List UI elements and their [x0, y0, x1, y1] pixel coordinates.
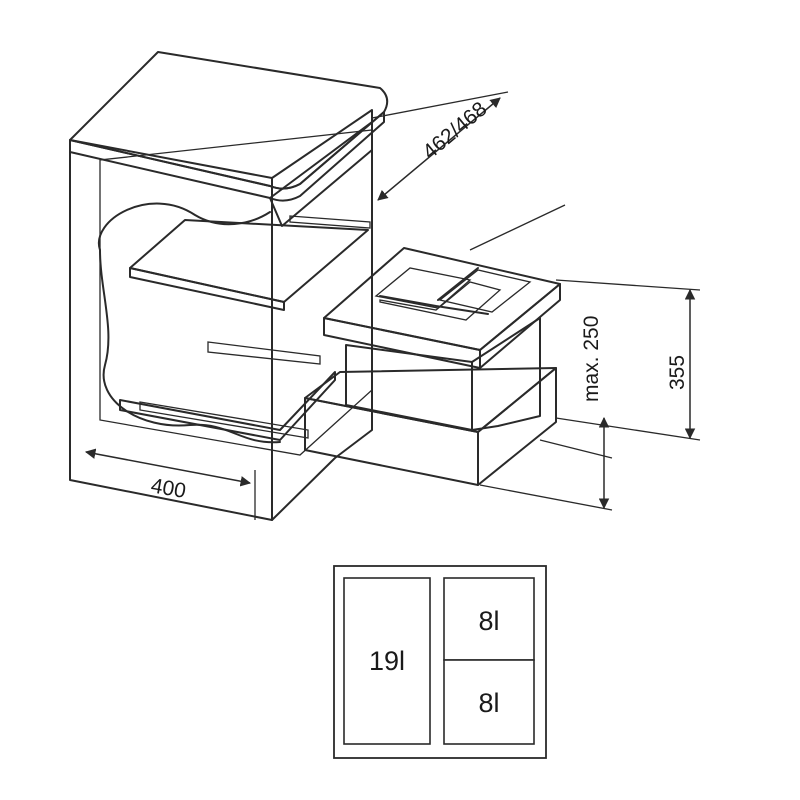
cabinet-right-panel: [271, 109, 373, 521]
cabinet: [69, 51, 389, 521]
cable: [97, 202, 281, 444]
height-label: 355: [666, 355, 689, 390]
max-height-label: max. 250: [580, 316, 603, 402]
runner-mid: [207, 341, 321, 365]
shelf-front: [129, 267, 285, 311]
worktop: [69, 51, 389, 190]
drawer-block: [269, 121, 373, 227]
compartment-small-bottom: [443, 659, 535, 745]
bin-large-opening: [374, 267, 472, 309]
bin-divider: [379, 267, 489, 315]
compartment-large: [343, 577, 431, 745]
bin-large-body: [345, 344, 473, 431]
compartment-small-top-label: 8l: [478, 606, 499, 636]
runner-bottom: [139, 401, 309, 439]
bin-small-body: [471, 317, 541, 431]
depth-dimension-line: [377, 97, 501, 201]
cabinet-plinth: [119, 371, 336, 441]
runner-upper: [289, 215, 371, 229]
compartment-plan: 19l 8l 8l: [333, 565, 547, 759]
cabinet-interior: [99, 129, 373, 456]
compartment-small-top: [443, 577, 535, 661]
dimensions: 462/468 400 max. 250 355: [69, 91, 701, 520]
compartment-large-label: 19l: [369, 646, 405, 676]
bin-rim-side: [479, 283, 561, 369]
compartment-small-bottom-label: 8l: [478, 688, 499, 718]
width-label: 400: [149, 474, 188, 503]
width-dimension-line: [84, 448, 252, 487]
pull-out-frame: [304, 247, 561, 486]
worktop-edge: [69, 111, 385, 202]
bin-small-opening-2: [438, 269, 532, 313]
shelf: [129, 219, 369, 303]
bin-small-opening-1: [379, 281, 502, 321]
frame-front: [304, 397, 479, 486]
